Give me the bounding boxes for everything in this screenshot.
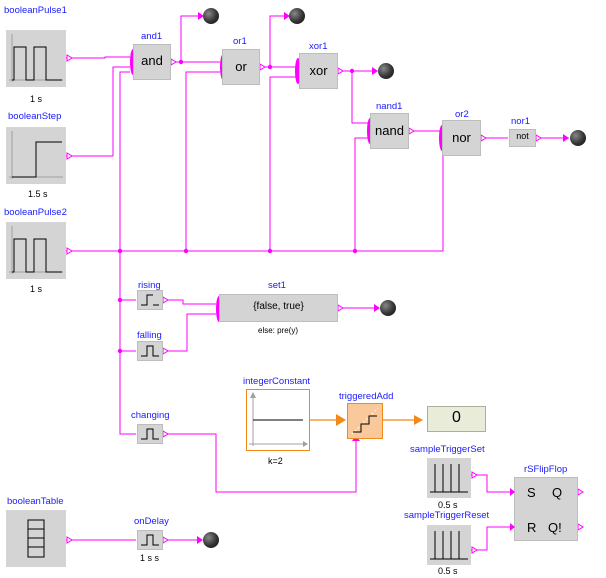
not-gate-block[interactable] [509,129,536,147]
rising-block[interactable] [137,290,163,310]
constant-icon [249,392,308,447]
changing-name: changing [131,410,170,421]
junctions [117,59,358,354]
output-ball-icon [378,63,394,79]
sample-trigger-icon [430,531,468,560]
boolean-pulse2-block[interactable] [6,222,66,279]
flipflop-r-label: R [527,520,537,535]
staircase-icon [351,407,379,435]
xor1-name: xor1 [309,41,328,52]
input-connectors [130,49,445,322]
output-ball-icon [203,532,219,548]
output-ball-icon [570,130,586,146]
nor-gate-block[interactable] [442,120,481,156]
nor1-name: nor1 [511,116,531,127]
boolean-step-time: 1.5 s [28,189,48,199]
or1-name: or1 [233,36,247,47]
set-else-text: else: pre(y) [258,326,299,335]
sample-trigger-icon [430,464,468,493]
or-gate-label: or [235,59,247,74]
changing-block[interactable] [137,424,163,444]
flipflop-qnot-label: Q! [548,520,562,535]
rs-flipflop-name: rSFlipFlop [524,464,568,475]
on-delay-block[interactable] [137,530,163,550]
not-gate-label: not [516,131,529,141]
output-ball-icon [289,8,305,24]
rs-flipflop-block[interactable] [514,477,578,541]
boolean-table-name: booleanTable [7,496,64,507]
sample-trigger-reset-name: sampleTriggerReset [404,510,490,521]
falling-name: falling [137,330,162,341]
and-gate-label: and [141,53,163,68]
change-edge-icon [141,428,159,440]
set1-name: set1 [268,280,286,291]
boolean-pulse1-name: booleanPulse1 [4,5,67,16]
set-block-label: {false, true} [253,301,304,312]
flipflop-q-label: Q [552,485,563,500]
triggered-add-name: triggeredAdd [339,391,394,402]
boolean-step-block[interactable] [6,127,66,184]
and-gate-block[interactable] [133,44,171,80]
boolean-pulse2-period: 1 s [30,284,43,294]
on-delay-name: onDelay [134,516,169,527]
boolean-pulse2-name: booleanPulse2 [4,207,67,218]
output-ball-icon [203,8,219,24]
and1-name: and1 [141,31,163,42]
table-icon [27,519,45,558]
nor-gate-label: nor [452,130,471,145]
boolean-table-block[interactable] [6,510,66,567]
nand-gate-label: nand [375,123,404,138]
pulse-icon [9,226,63,274]
rising-name: rising [138,280,161,291]
boolean-pulse1-period: 1 s [30,94,43,104]
boolean-step-name: booleanStep [8,111,62,122]
sample-trigger-reset-period: 0.5 s [438,566,458,576]
sample-trigger-set-name: sampleTriggerSet [410,444,485,455]
boolean-pulse1-block[interactable] [6,30,66,87]
sample-trigger-reset-block[interactable] [427,525,471,565]
integer-connections [310,414,423,426]
flipflop-s-label: S [527,485,536,500]
nand-gate-block[interactable] [370,113,409,149]
step-icon [9,131,63,179]
pulse-icon [9,34,63,82]
triggered-add-block[interactable] [347,403,383,439]
integer-constant-block[interactable] [246,389,310,451]
or2-name: or2 [455,109,469,120]
xor-gate-label: xor [309,63,328,78]
integer-value-display: 0 [427,406,486,432]
flipflop-input-triangles [510,488,515,531]
or-gate-block[interactable] [222,49,260,85]
arrowheads [197,12,569,544]
nand1-name: nand1 [376,101,403,112]
integer-constant-k: k=2 [268,456,283,466]
falling-edge-icon [141,345,159,357]
delay-icon [141,534,159,546]
set-block[interactable] [219,294,338,322]
on-delay-time: 1 s s [140,553,160,563]
xor-gate-block[interactable] [299,53,338,89]
output-connectors [66,54,584,554]
integer-constant-name: integerConstant [243,376,311,387]
falling-block[interactable] [137,341,163,361]
sample-trigger-set-block[interactable] [427,458,471,498]
output-ball-icon [380,300,396,316]
connections [66,15,569,551]
sample-trigger-set-period: 0.5 s [438,500,458,510]
rising-edge-icon [141,294,159,306]
